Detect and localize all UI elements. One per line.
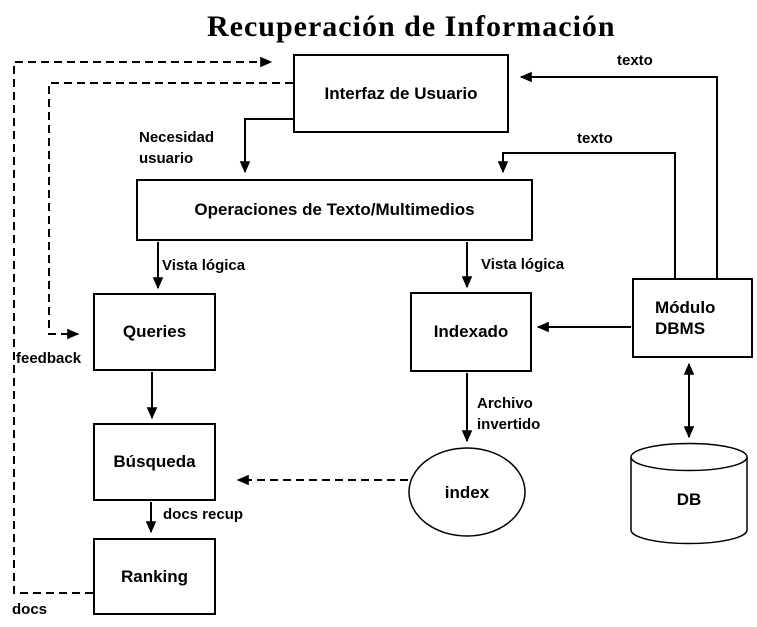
node-db-label: DB bbox=[676, 490, 702, 509]
node-operaciones-texto-multimedios: Operaciones de Texto/Multimedios bbox=[136, 179, 533, 241]
node-operaciones-label: Operaciones de Texto/Multimedios bbox=[194, 200, 475, 219]
node-index-label: index bbox=[444, 483, 490, 502]
node-interfaz-de-usuario: Interfaz de Usuario bbox=[293, 54, 509, 133]
edge-label-texto-mid: texto bbox=[577, 130, 613, 147]
node-busqueda: Búsqueda bbox=[93, 423, 216, 501]
page-title: Recuperación de Información bbox=[207, 10, 616, 43]
db-cylinder bbox=[630, 442, 748, 545]
edge-label-vista-logica-right: Vista lógica bbox=[481, 256, 565, 273]
edge-label-necesidad-line1: Necesidad bbox=[139, 129, 215, 146]
node-interfaz-label: Interfaz de Usuario bbox=[324, 83, 478, 103]
node-modulo-dbms: Módulo DBMS bbox=[632, 278, 753, 358]
index-ellipse bbox=[408, 447, 526, 537]
edge-label-feedback: feedback bbox=[16, 350, 82, 367]
node-indexado: Indexado bbox=[410, 292, 532, 372]
edge-label-docs-recup: docs recup bbox=[163, 506, 244, 523]
edge-label-necesidad-usuario: Necesidad usuario bbox=[139, 127, 214, 169]
node-ranking-label: Ranking bbox=[120, 566, 189, 586]
node-ranking: Ranking bbox=[93, 538, 216, 615]
arrow-dbms-to-interfaz-texto bbox=[519, 71, 718, 278]
edge-label-necesidad-line2: usuario bbox=[139, 150, 194, 167]
node-dbms-label-line2: DBMS bbox=[655, 319, 706, 338]
edge-label-texto-top: texto bbox=[617, 52, 653, 69]
edge-label-archivo-invertido: Archivo invertido bbox=[477, 393, 540, 435]
edge-label-vista-logica-left: Vista lógica bbox=[162, 257, 246, 274]
dashed-ranking-to-interfaz-docs bbox=[13, 56, 273, 594]
edge-label-archivo-line1: Archivo bbox=[477, 395, 533, 412]
node-indexado-label: Indexado bbox=[433, 322, 509, 341]
edge-label-archivo-line2: invertido bbox=[477, 416, 541, 433]
node-dbms-label-line1: Módulo bbox=[655, 298, 716, 317]
edge-label-docs: docs bbox=[12, 601, 48, 618]
node-dbms-label: Módulo DBMS bbox=[655, 297, 715, 339]
arrow-interfaz-to-operaciones bbox=[239, 118, 293, 174]
node-queries-label: Queries bbox=[122, 322, 187, 341]
dashed-interfaz-to-queries-feedback bbox=[48, 82, 293, 340]
node-queries: Queries bbox=[93, 293, 216, 371]
arrow-dbms-to-operaciones-texto bbox=[497, 152, 676, 278]
node-busqueda-label: Búsqueda bbox=[113, 452, 196, 471]
